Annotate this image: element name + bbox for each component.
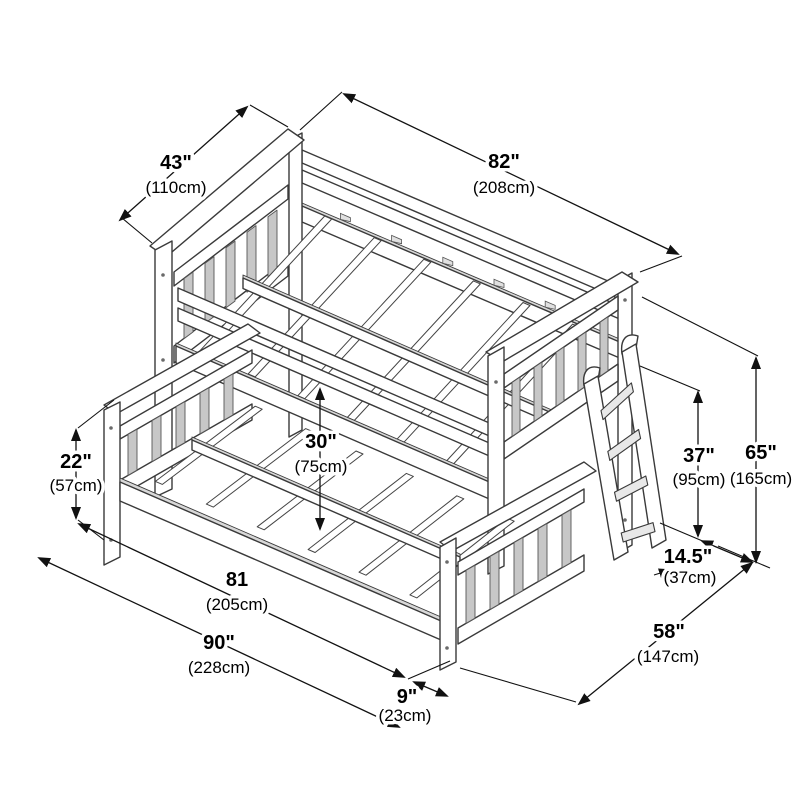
lower-bed-width-inches: 58" bbox=[653, 621, 685, 643]
upper-bunk-slats bbox=[175, 215, 581, 502]
lower-footboard bbox=[439, 461, 597, 671]
bed-drawing bbox=[103, 128, 667, 671]
dim-lines bbox=[37, 93, 761, 728]
upper-guard-rails bbox=[177, 287, 495, 459]
ladder-extension-inches: 14.5" bbox=[664, 546, 712, 568]
bunk-gap-cm: (75cm) bbox=[295, 457, 348, 476]
ladder-overhang-inches: 9" bbox=[397, 686, 418, 708]
clearance-height-cm: (95cm) bbox=[673, 470, 726, 489]
lower-headboard bbox=[103, 323, 261, 566]
upper-bed-length-cm: (208cm) bbox=[473, 178, 535, 197]
headboard-width-cm: (110cm) bbox=[145, 178, 206, 197]
dimension-annotations: 43" (110cm) 82" (208cm) 30" (75cm) 22" (… bbox=[37, 91, 796, 729]
overall-height-inches: 65" bbox=[745, 442, 777, 464]
upper-bed-length-inches: 82" bbox=[488, 151, 520, 173]
ladder bbox=[582, 334, 667, 561]
overall-length-cm: (228cm) bbox=[188, 658, 250, 677]
overall-length-inches: 90" bbox=[203, 632, 235, 654]
bunk-gap-inches: 30" bbox=[305, 431, 337, 453]
dim-labels: 43" (110cm) 82" (208cm) 30" (75cm) 22" (… bbox=[46, 148, 796, 729]
ladder-extension-cm: (37cm) bbox=[664, 568, 717, 587]
clearance-height-inches: 37" bbox=[683, 445, 715, 467]
lower-bed-height-inches: 22" bbox=[60, 451, 92, 473]
ladder-overhang-cm: (23cm) bbox=[379, 706, 432, 725]
headboard-width-inches: 43" bbox=[160, 152, 192, 174]
lower-bed-height-cm: (57cm) bbox=[50, 476, 103, 495]
lower-bed-width-cm: (147cm) bbox=[637, 647, 699, 666]
lower-bed-length-inches: 81 bbox=[226, 569, 248, 591]
overall-height-cm: (165cm) bbox=[730, 469, 792, 488]
lower-bed-length-cm: (205cm) bbox=[206, 595, 268, 614]
